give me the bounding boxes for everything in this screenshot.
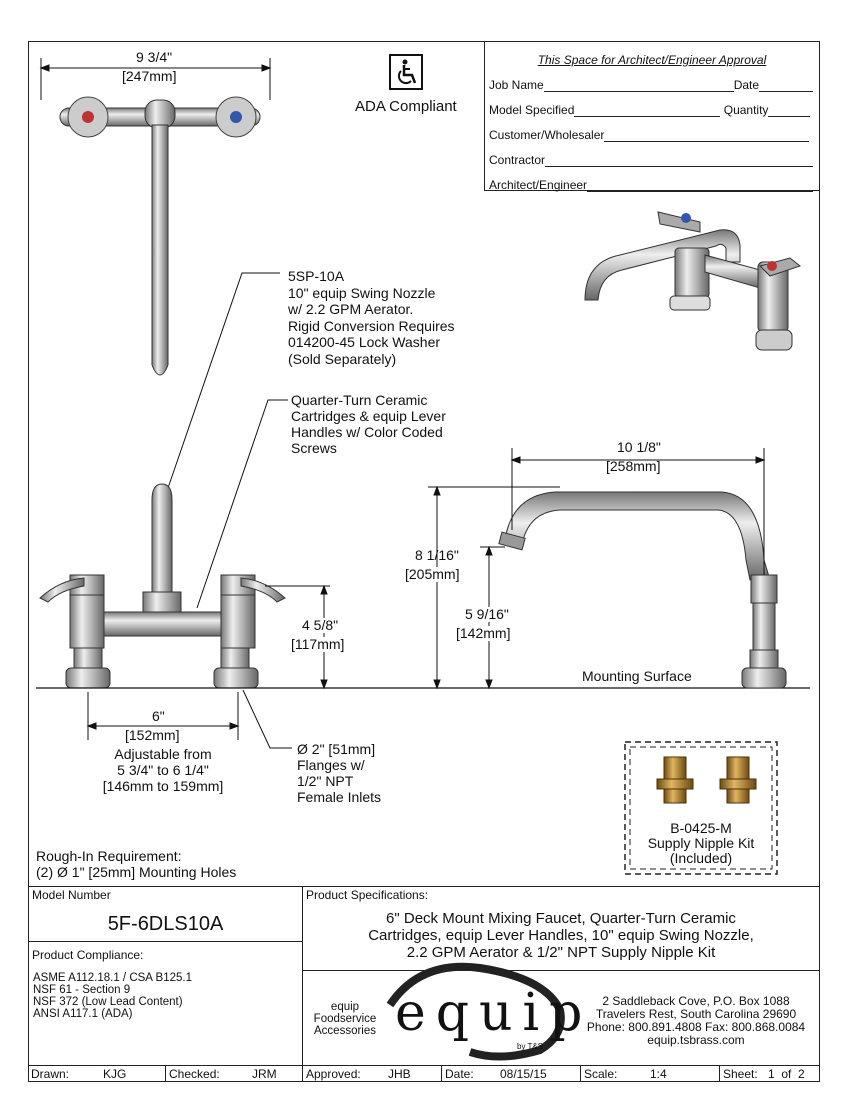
front-view bbox=[39, 483, 286, 689]
mounting-surface-label: Mounting Surface bbox=[582, 668, 692, 684]
body-height-mm: [117mm] bbox=[291, 636, 345, 652]
spout-width-in: 10 1/8" bbox=[617, 439, 661, 455]
approved-label: Approved: bbox=[306, 1067, 361, 1081]
height-outlet-mm: [142mm] bbox=[456, 625, 511, 641]
approved-value: JHB bbox=[388, 1067, 411, 1081]
customer-field: Customer/Wholesaler bbox=[489, 128, 810, 142]
model-specified-field: Model Specified Quantity bbox=[489, 103, 811, 117]
centers-in: 6" bbox=[152, 708, 165, 724]
date-value: 08/15/15 bbox=[500, 1067, 547, 1081]
ada-label: ADA Compliant bbox=[355, 98, 457, 115]
height-outlet-in: 5 9/16" bbox=[465, 606, 509, 622]
scale-value: 1:4 bbox=[650, 1067, 667, 1081]
contractor-field: Contractor bbox=[489, 153, 814, 167]
approval-heading: This Space for Architect/Engineer Approv… bbox=[537, 53, 767, 67]
top-width-mm: [247mm] bbox=[122, 68, 177, 84]
footer-row bbox=[28, 1065, 820, 1082]
body-height-in: 4 5/8" bbox=[302, 617, 339, 633]
height-total-mm: [205mm] bbox=[405, 566, 460, 582]
side-view bbox=[498, 491, 787, 689]
drawn-value: KJG bbox=[103, 1067, 127, 1081]
spout-width-mm: [258mm] bbox=[606, 458, 661, 474]
specifications-box: Product Specifications: 6" Deck Mount Mi… bbox=[302, 886, 820, 971]
architect-field: Architect/Engineer bbox=[489, 178, 814, 192]
scale-label: Scale: bbox=[584, 1067, 618, 1081]
top-view bbox=[59, 96, 261, 376]
rough-in-note: Rough-In Requirement:(2) Ø 1" [25mm] Mou… bbox=[36, 848, 237, 880]
centers-mm: [152mm] bbox=[125, 727, 180, 743]
logo-byline: by T&S bbox=[517, 1042, 544, 1051]
equip-logo: equip bbox=[395, 983, 593, 1043]
sheet-label: Sheet: bbox=[723, 1067, 758, 1081]
height-total-in: 8 1/16" bbox=[415, 547, 459, 563]
checked-label: Checked: bbox=[169, 1067, 220, 1081]
approval-box: This Space for Architect/Engineer Approv… bbox=[484, 41, 820, 192]
faucet-3d-view bbox=[584, 211, 802, 351]
wheelchair-icon bbox=[389, 54, 423, 90]
checked-value: JRM bbox=[252, 1067, 277, 1081]
date-label: Date: bbox=[445, 1067, 474, 1081]
drawn-label: Drawn: bbox=[31, 1067, 70, 1081]
compliance-box: Product Compliance: ASME A112.18.1 / CSA… bbox=[28, 941, 303, 1066]
model-number: 5F-6DLS10A bbox=[107, 913, 224, 935]
sheet-value: 1 of 2 bbox=[768, 1067, 805, 1081]
supply-nipple-icons bbox=[656, 756, 757, 804]
top-width-in: 9 3/4" bbox=[136, 49, 173, 65]
model-number-box: Model Number 5F-6DLS10A bbox=[28, 886, 303, 942]
